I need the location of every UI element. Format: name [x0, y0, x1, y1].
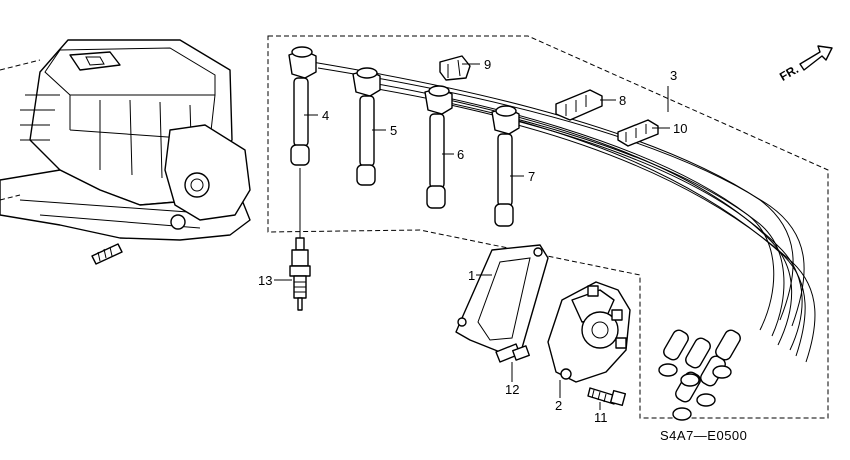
diagram-code: S4A7—E0500	[660, 428, 747, 443]
callout-2: 2	[555, 398, 562, 413]
cylinder-head	[0, 39, 251, 265]
plug-wire-set	[288, 46, 816, 421]
callout-12: 12	[505, 382, 519, 397]
callout-13: 13	[258, 273, 272, 288]
front-direction-indicator: FR.	[777, 45, 833, 84]
distributor-gasket	[455, 244, 549, 353]
callouts: 1 2 3 4 5 6 7 8 9 10 11 12 13	[258, 57, 687, 425]
distributor	[547, 281, 631, 383]
spark-plug	[289, 168, 311, 311]
front-label: FR.	[777, 62, 801, 84]
callout-1: 1	[468, 268, 475, 283]
bolt-12	[495, 343, 530, 363]
callout-10: 10	[673, 121, 687, 136]
callout-7: 7	[528, 169, 535, 184]
callout-9: 9	[484, 57, 491, 72]
leader-lines	[274, 63, 670, 410]
callout-8: 8	[619, 93, 626, 108]
front-arrow-icon	[799, 45, 833, 71]
wire-holder-10	[617, 119, 659, 147]
wire-holder-8	[555, 89, 603, 121]
distributor-end-boots	[658, 329, 741, 421]
wire-holder-9	[439, 55, 471, 81]
callout-4: 4	[322, 108, 329, 123]
callout-5: 5	[390, 123, 397, 138]
callout-3: 3	[670, 68, 677, 83]
wire-set-outline	[267, 35, 829, 419]
callout-6: 6	[457, 147, 464, 162]
bolt-11	[587, 387, 627, 407]
callout-11: 11	[594, 410, 608, 425]
